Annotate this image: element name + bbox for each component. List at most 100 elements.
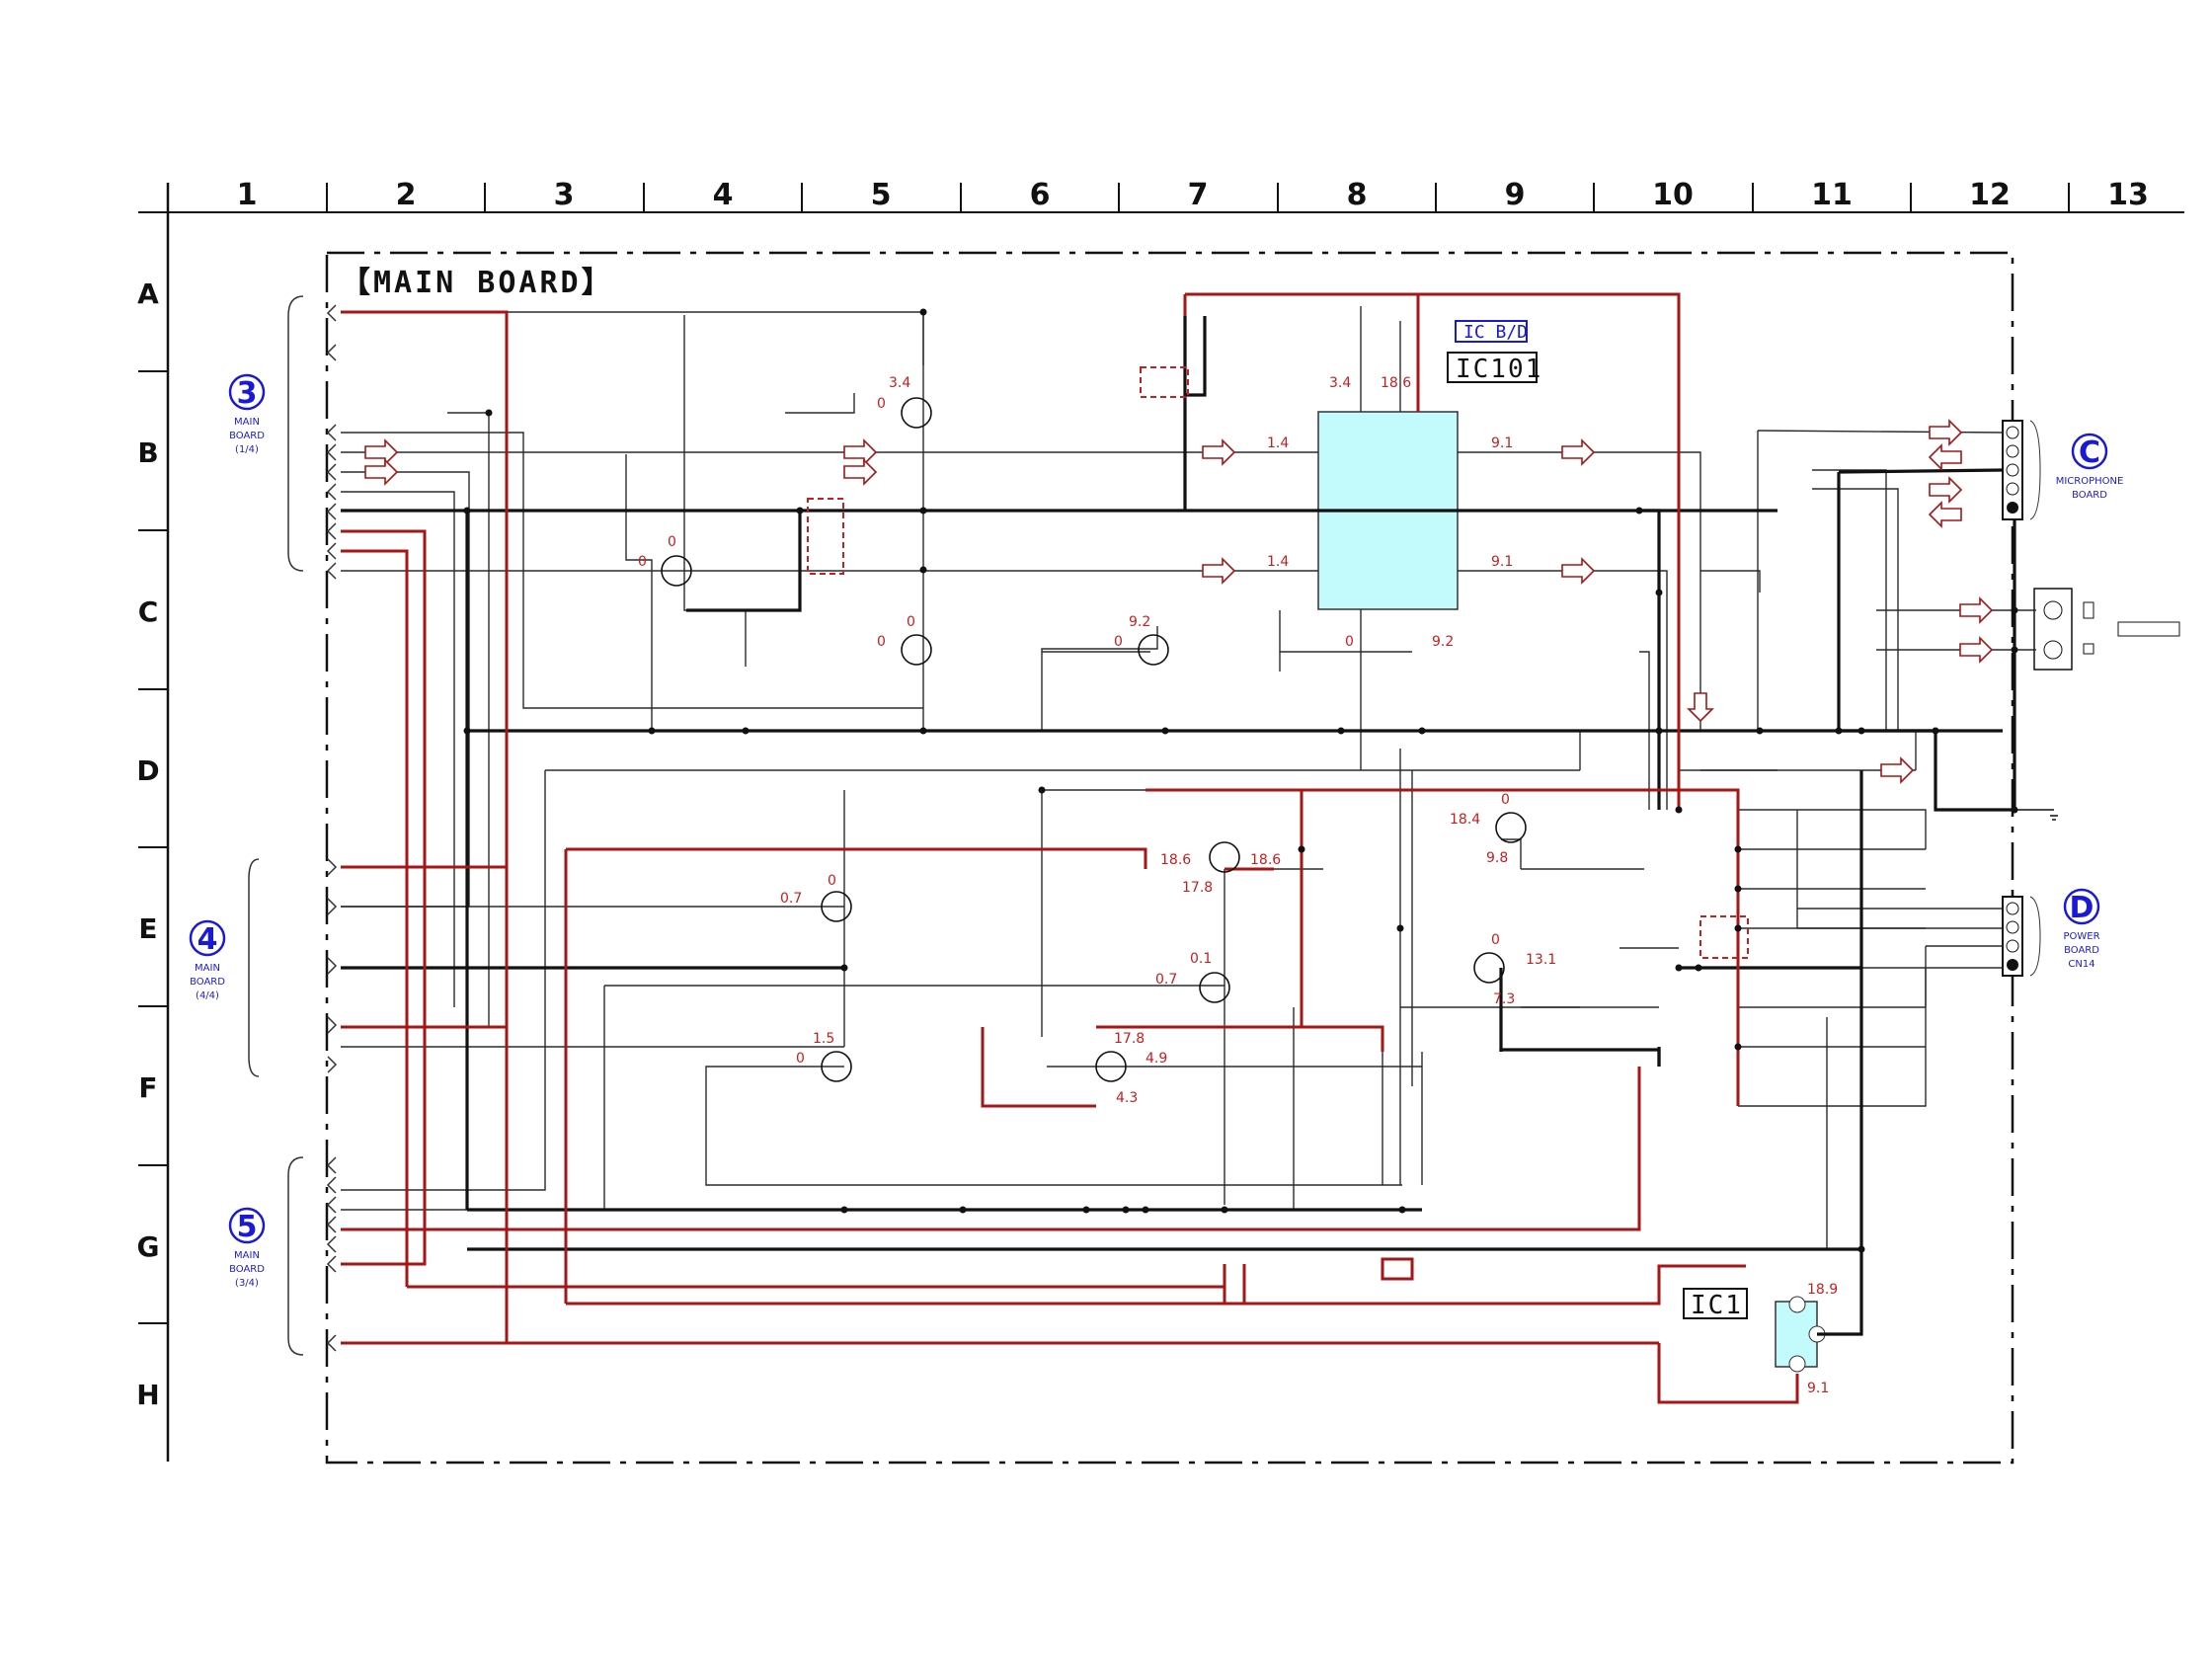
svg-text:7.3: 7.3 (1493, 991, 1515, 1007)
svg-text:4: 4 (198, 922, 218, 957)
row-g: G (137, 1230, 160, 1263)
svg-text:0: 0 (877, 634, 886, 650)
board-outline (325, 251, 2014, 1465)
col-10: 10 (1652, 178, 1694, 212)
connector-d: D POWER BOARD CN14 (2063, 888, 2100, 970)
col-7: 7 (1188, 178, 1209, 212)
svg-text:0.1: 0.1 (1190, 951, 1212, 967)
svg-text:1.4: 1.4 (1267, 436, 1289, 451)
connector-4: 4 MAIN BOARD (4/4) (189, 919, 226, 1001)
svg-text:0: 0 (1501, 792, 1510, 808)
svg-text:9.1: 9.1 (1491, 554, 1513, 570)
svg-text:3: 3 (237, 376, 258, 411)
signal-wires (341, 306, 2036, 1249)
svg-text:MAIN: MAIN (234, 1250, 260, 1261)
row-d: D (136, 754, 159, 787)
junctions (463, 308, 2018, 1253)
voltage-labels: 3.4 0 0 0 0 0 9.2 0 3.4 18.6 1.4 1.4 9.1… (638, 375, 1838, 1396)
col-9: 9 (1505, 178, 1526, 212)
svg-text:CN14: CN14 (2068, 959, 2094, 970)
svg-text:BOARD: BOARD (2072, 490, 2107, 501)
ic101-label: IC101 (1456, 355, 1542, 384)
svg-text:BOARD: BOARD (2064, 945, 2099, 956)
row-a: A (137, 277, 159, 310)
grid-frame: 1 2 3 4 5 6 7 8 9 10 11 12 13 A B C D E … (136, 178, 2184, 1462)
svg-text:1.4: 1.4 (1267, 554, 1289, 570)
dashed-markers (807, 366, 1749, 959)
col-11: 11 (1811, 178, 1853, 212)
row-e: E (138, 912, 157, 945)
col-8: 8 (1347, 178, 1368, 212)
svg-text:0: 0 (877, 396, 886, 412)
col-4: 4 (713, 178, 734, 212)
ground-symbol (2014, 809, 2058, 821)
svg-text:BOARD: BOARD (190, 977, 225, 988)
svg-text:POWER: POWER (2063, 931, 2099, 942)
svg-text:(3/4): (3/4) (235, 1278, 259, 1289)
svg-text:18.6: 18.6 (1381, 375, 1411, 391)
col-13: 13 (2107, 178, 2149, 212)
svg-text:17.8: 17.8 (1182, 880, 1213, 896)
power-wires (341, 292, 1799, 1404)
row-b: B (137, 436, 158, 469)
ic1: IC1 (1683, 1288, 1826, 1373)
svg-text:0: 0 (1491, 932, 1500, 948)
col-5: 5 (871, 178, 892, 212)
board-title: 【MAIN BOARD】 (341, 266, 614, 300)
transistors (661, 397, 1527, 1082)
svg-text:3.4: 3.4 (1329, 375, 1351, 391)
svg-text:18.9: 18.9 (1807, 1282, 1838, 1298)
svg-text:9.2: 9.2 (1129, 614, 1150, 630)
signal-arrows (364, 419, 1994, 784)
svg-text:0: 0 (638, 554, 647, 570)
connector-pins-left (326, 304, 338, 1352)
row-f: F (138, 1071, 157, 1104)
bus-wires (341, 316, 2016, 1336)
svg-text:9.1: 9.1 (1807, 1381, 1829, 1396)
svg-text:0: 0 (1345, 634, 1354, 650)
svg-text:0: 0 (907, 614, 915, 630)
row-c: C (138, 595, 159, 628)
svg-text:(1/4): (1/4) (235, 444, 259, 455)
svg-text:9.2: 9.2 (1432, 634, 1454, 650)
svg-text:D: D (2070, 891, 2094, 925)
svg-text:0: 0 (796, 1051, 805, 1067)
svg-text:0: 0 (828, 873, 836, 889)
svg-text:0: 0 (668, 534, 676, 550)
col-2: 2 (396, 178, 417, 212)
svg-text:4.3: 4.3 (1116, 1090, 1138, 1106)
headphone-jack (2033, 588, 2180, 671)
ic1-label: IC1 (1691, 1291, 1743, 1320)
svg-text:MAIN: MAIN (234, 417, 260, 428)
col-12: 12 (1969, 178, 2011, 212)
svg-text:0.7: 0.7 (1155, 972, 1177, 988)
row-h: H (136, 1379, 159, 1411)
svg-text:18.6: 18.6 (1250, 852, 1281, 868)
col-3: 3 (554, 178, 575, 212)
svg-text:4.9: 4.9 (1146, 1051, 1167, 1067)
svg-text:MICROPHONE: MICROPHONE (2056, 476, 2124, 487)
svg-text:0.7: 0.7 (780, 891, 802, 907)
svg-text:MAIN: MAIN (195, 963, 220, 974)
svg-text:C: C (2079, 436, 2100, 470)
mic-board-connector (2002, 420, 2041, 520)
ic-block-label: IC B/D (1463, 322, 1528, 343)
svg-text:(4/4): (4/4) (196, 990, 219, 1001)
left-connectors (248, 295, 304, 1356)
power-board-connector (2002, 896, 2041, 977)
svg-text:18.6: 18.6 (1160, 852, 1191, 868)
svg-text:18.4: 18.4 (1450, 812, 1480, 828)
svg-text:BOARD: BOARD (229, 431, 265, 441)
col-6: 6 (1030, 178, 1051, 212)
connector-5: 5 MAIN BOARD (3/4) (228, 1207, 266, 1289)
svg-text:9.1: 9.1 (1491, 436, 1513, 451)
svg-text:17.8: 17.8 (1114, 1031, 1145, 1047)
svg-text:9.8: 9.8 (1486, 850, 1508, 866)
connector-3: 3 MAIN BOARD (1/4) (228, 373, 266, 455)
svg-text:3.4: 3.4 (889, 375, 910, 391)
connector-c: C MICROPHONE BOARD (2056, 433, 2124, 501)
svg-text:5: 5 (237, 1210, 258, 1244)
svg-text:0: 0 (1114, 634, 1123, 650)
col-1: 1 (237, 178, 258, 212)
